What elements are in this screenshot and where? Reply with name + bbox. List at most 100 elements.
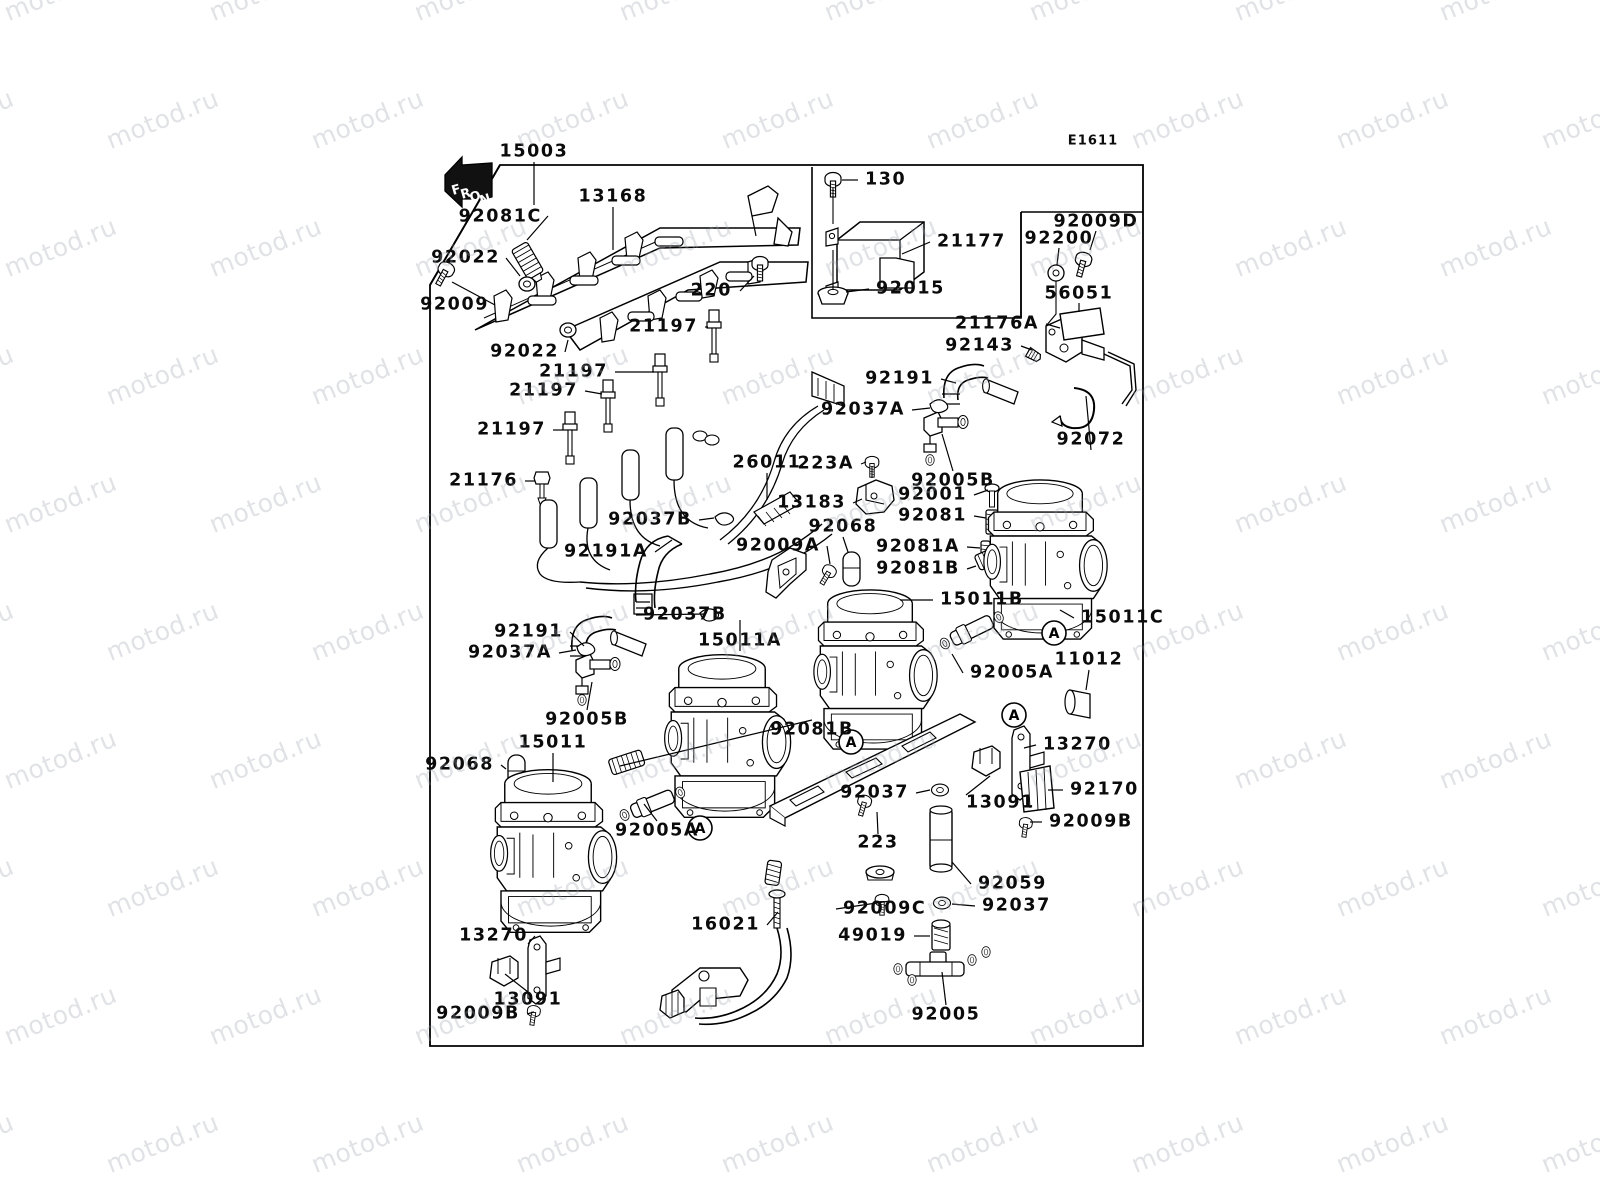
part-92200-washer bbox=[1047, 264, 1065, 282]
part-number-21176a: 21176A bbox=[954, 313, 1039, 334]
svg-text:A: A bbox=[1049, 626, 1060, 642]
part-92005B-tfitting-right bbox=[923, 411, 969, 466]
part-11012-cap bbox=[1064, 689, 1091, 719]
part-number-92009d: 92009D bbox=[1053, 211, 1139, 232]
part-92081B-spring-left bbox=[608, 749, 646, 776]
svg-text:A: A bbox=[846, 735, 857, 751]
part-92037B-grommet-a bbox=[714, 512, 735, 526]
part-number-220: 220 bbox=[690, 280, 732, 301]
part-92143-pin bbox=[1024, 346, 1042, 363]
part-92072-clamp bbox=[1050, 387, 1096, 430]
part-number-11012: 11012 bbox=[1054, 649, 1124, 670]
part-number-15003: 15003 bbox=[499, 141, 569, 162]
part-number-21197: 21197 bbox=[539, 361, 608, 382]
part-number-92081b: 92081B bbox=[770, 719, 854, 740]
part-number-92001: 92001 bbox=[898, 484, 967, 505]
section-marker-A-4: A bbox=[687, 815, 713, 841]
part-washer-near-223 bbox=[865, 865, 895, 881]
svg-text:O: O bbox=[468, 188, 483, 205]
part-number-92037: 92037 bbox=[840, 782, 909, 803]
part-number-130: 130 bbox=[865, 169, 907, 190]
part-number-223a: 223A bbox=[797, 453, 854, 474]
part-number-21177: 21177 bbox=[937, 231, 1006, 252]
part-92009B-bolt-right bbox=[1017, 816, 1034, 839]
part-number-92009b: 92009B bbox=[1049, 811, 1133, 832]
part-number-92143: 92143 bbox=[945, 335, 1014, 356]
svg-text:A: A bbox=[695, 821, 706, 837]
part-number-92015: 92015 bbox=[876, 278, 945, 299]
part-number-92170: 92170 bbox=[1070, 779, 1139, 800]
part-number-92081: 92081 bbox=[898, 505, 967, 526]
svg-text:F: F bbox=[450, 182, 463, 199]
part-bracket-near-92009A bbox=[765, 547, 807, 599]
part-number-56051: 56051 bbox=[1044, 283, 1114, 304]
part-number-92059: 92059 bbox=[978, 873, 1047, 894]
part-number-21197: 21197 bbox=[477, 419, 546, 440]
part-number-15011b: 15011B bbox=[940, 589, 1024, 610]
part-number-92005b: 92005B bbox=[545, 709, 629, 730]
part-number-92200: 92200 bbox=[1024, 228, 1094, 249]
part-number-92022: 92022 bbox=[490, 341, 559, 362]
part-number-13270: 13270 bbox=[459, 925, 528, 946]
part-number-92009c: 92009C bbox=[843, 898, 927, 919]
part-number-21176: 21176 bbox=[449, 470, 518, 491]
part-92037-oring-upper bbox=[930, 783, 950, 797]
part-number-92191a: 92191A bbox=[563, 541, 648, 562]
svg-text:R: R bbox=[459, 186, 473, 203]
part-number-92009a: 92009A bbox=[735, 535, 820, 556]
part-92005B-tfitting-left bbox=[575, 653, 621, 706]
part-number-92191: 92191 bbox=[865, 368, 934, 389]
svg-text:N: N bbox=[478, 191, 493, 208]
part-number-92068: 92068 bbox=[425, 754, 494, 775]
part-92005A-joint-right bbox=[938, 609, 1006, 651]
front-direction-marker: F R O N T bbox=[444, 155, 500, 212]
part-21197-injector-2 bbox=[652, 353, 668, 407]
part-21197-injector-1 bbox=[706, 309, 722, 363]
part-21177-igniter bbox=[825, 221, 925, 299]
part-number-92081c: 92081C bbox=[458, 206, 542, 227]
part-21197-injector-4 bbox=[562, 411, 578, 465]
part-number-49019: 49019 bbox=[838, 925, 907, 946]
part-21197-injector-3 bbox=[600, 379, 616, 433]
part-number-92072: 92072 bbox=[1056, 429, 1126, 450]
part-92001-screw bbox=[984, 483, 1000, 508]
inset-box-sensor bbox=[1020, 211, 1143, 318]
part-number-21197: 21197 bbox=[509, 380, 578, 401]
part-number-13183: 13183 bbox=[777, 492, 846, 513]
part-92037B-grommet-b bbox=[699, 608, 720, 622]
part-13183-bracket bbox=[855, 466, 895, 515]
part-number-92009: 92009 bbox=[420, 294, 489, 315]
part-number-13091: 13091 bbox=[966, 792, 1035, 813]
part-number-92005a: 92005A bbox=[614, 820, 700, 841]
part-26011-wiring-harness bbox=[536, 371, 845, 592]
section-marker-A-1: A bbox=[1041, 620, 1067, 646]
part-49019-fuel-filter bbox=[931, 919, 951, 951]
part-92191-hose-right bbox=[942, 363, 1019, 405]
part-92059-tube bbox=[929, 805, 953, 873]
section-marker-A-2: A bbox=[838, 729, 864, 755]
part-92022-nut-b bbox=[559, 322, 577, 338]
part-56051-label-plate bbox=[1059, 307, 1105, 341]
part-92191A-hose bbox=[633, 535, 683, 615]
part-number-92037b: 92037B bbox=[608, 509, 692, 530]
part-number-92005: 92005 bbox=[911, 1004, 981, 1025]
part-number-92191: 92191 bbox=[494, 621, 563, 642]
part-number-92037b: 92037B bbox=[643, 604, 727, 625]
part-number-92037: 92037 bbox=[982, 895, 1051, 916]
part-number-13091: 13091 bbox=[493, 989, 563, 1010]
part-number-13168: 13168 bbox=[578, 186, 648, 207]
part-21176-sensor bbox=[533, 471, 551, 505]
part-number-92081a: 92081A bbox=[875, 536, 960, 557]
part-number-92068: 92068 bbox=[808, 516, 878, 537]
svg-text:A: A bbox=[1009, 708, 1020, 724]
part-92009A-bolt bbox=[815, 562, 839, 588]
part-92005A-joint-left bbox=[618, 785, 687, 823]
part-92015-damper bbox=[817, 286, 849, 305]
part-92005-tfitting bbox=[893, 946, 991, 986]
part-15011-carburetor bbox=[489, 768, 618, 933]
part-92081C-spring bbox=[511, 241, 544, 283]
throttle-lever-assembly bbox=[659, 967, 749, 1019]
part-92037A-seal-right bbox=[929, 399, 949, 414]
part-number-92081b: 92081B bbox=[876, 558, 960, 579]
